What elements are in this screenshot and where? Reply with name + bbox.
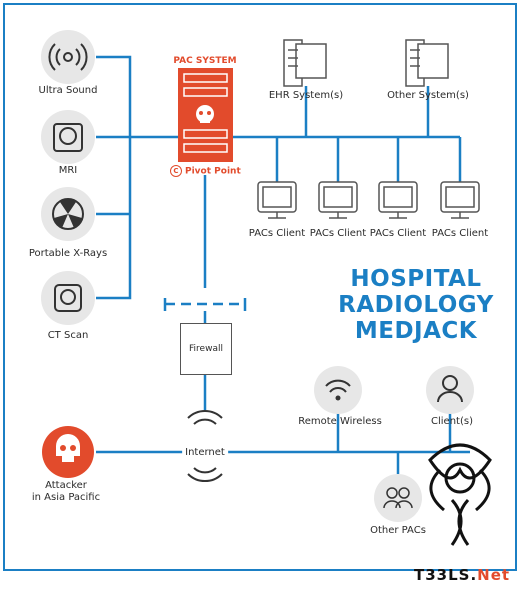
title-line: HOSPITAL — [350, 266, 482, 292]
ehr-system-label: EHR System(s) — [268, 90, 344, 101]
pacs-client-label: PACs Client — [431, 228, 489, 239]
ultrasound-label: Ultra Sound — [38, 85, 98, 96]
watermark-emblem — [428, 443, 492, 546]
firewall-box: Firewall — [180, 323, 232, 375]
pacs-client-2-icon — [318, 181, 358, 219]
title-line: MEDJACK — [354, 318, 478, 344]
pivot-circle-icon: C — [170, 165, 182, 177]
pac-system-icon — [178, 68, 233, 162]
ct-scan-label: CT Scan — [47, 330, 89, 341]
pacs-client-3-icon — [378, 181, 418, 219]
title-line: RADIOLOGY — [338, 292, 494, 318]
mri-label: MRI — [58, 165, 78, 176]
pacs-client-label: PACs Client — [369, 228, 427, 239]
internet-label: Internet — [182, 447, 228, 458]
mri-icon — [41, 110, 95, 164]
other-system-label: Other System(s) — [387, 90, 469, 101]
pacs-client-label: PACs Client — [309, 228, 367, 239]
xray-icon — [41, 187, 95, 241]
internet-wifi-icon — [187, 409, 223, 483]
pacs-client-1-icon — [257, 181, 297, 219]
outer-frame — [3, 3, 517, 571]
remote-wireless-label: Remote Wireless — [298, 416, 382, 427]
page-title: HOSPITAL RADIOLOGY MEDJACK — [316, 266, 516, 344]
portable-xray-label: Portable X-Rays — [28, 248, 108, 259]
client-person-icon — [426, 366, 474, 414]
pacs-client-label: PACs Client — [248, 228, 306, 239]
firewall-bracket — [163, 298, 247, 323]
pac-system-label: PAC SYSTEM — [173, 56, 237, 66]
ehr-server-icon — [283, 39, 327, 87]
watermark-text: T33LS.Net — [414, 566, 511, 584]
attacker-label-line2: in Asia Pacific — [31, 492, 101, 503]
other-server-icon — [405, 39, 449, 87]
pacs-client-4-icon — [440, 181, 480, 219]
ct-scan-icon — [41, 271, 95, 325]
remote-wireless-icon — [314, 366, 362, 414]
other-pacs-icon — [374, 474, 422, 522]
attacker-skull-icon — [42, 426, 94, 478]
other-pacs-label: Other PACs — [370, 525, 426, 536]
attacker-label-line1: Attacker — [45, 480, 87, 491]
clients-label: Client(s) — [431, 416, 473, 427]
ultrasound-icon — [41, 30, 95, 84]
